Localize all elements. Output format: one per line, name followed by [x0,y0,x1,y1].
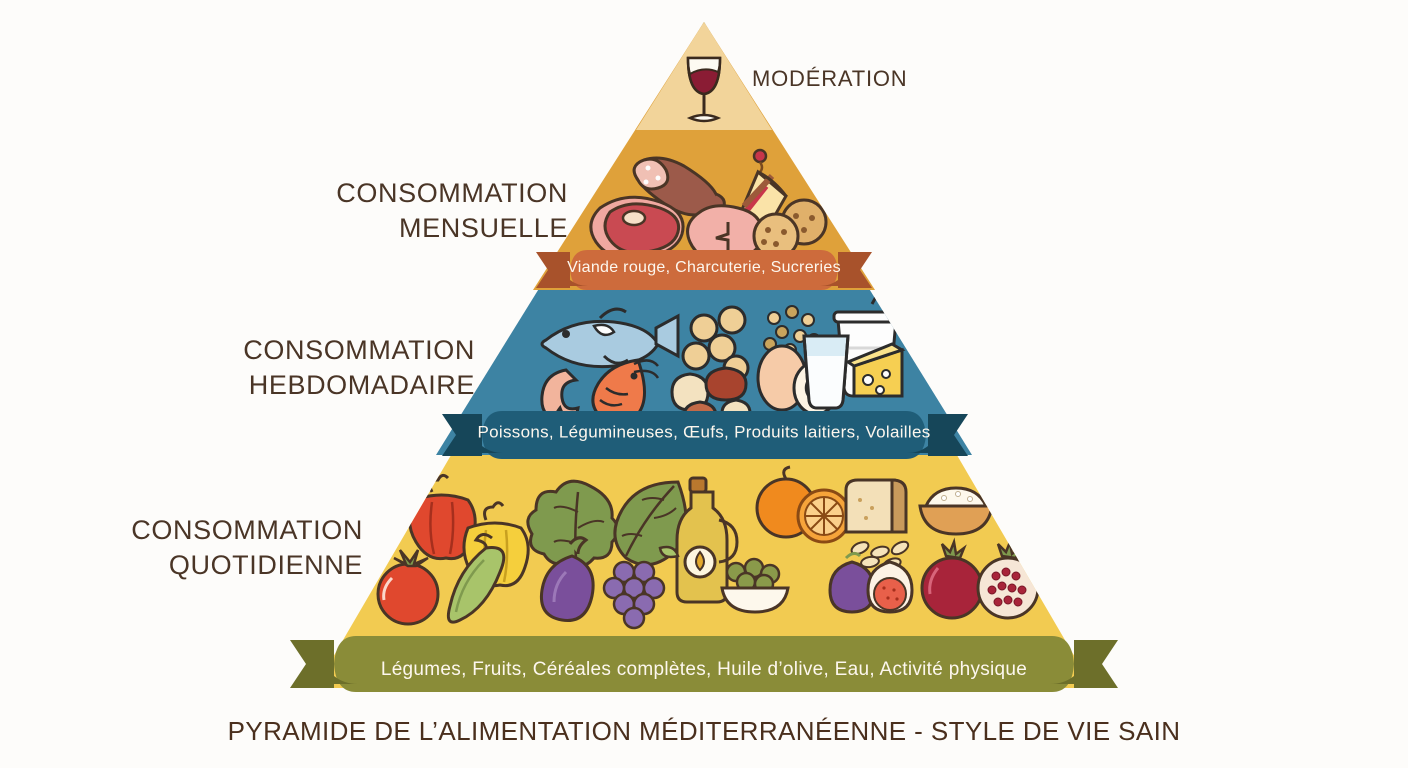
daily-ribbon-text: Légumes, Fruits, Céréales complètes, Hui… [381,659,1027,680]
olive-oil-bottle-icon [675,476,739,604]
page-caption: PYRAMIDE DE L’ALIMENTATION MÉDITERRANÉEN… [227,716,1181,746]
tier-monthly[interactable]: Viande rouge, Charcuterie, Sucreries [533,22,875,290]
wine-glass-icon [686,56,722,123]
cheese-icon [844,342,906,398]
grapes-icon [602,545,680,630]
weekly-ribbon: Poissons, Légumineuses, Œufs, Produits l… [442,411,968,459]
daily-ribbon: Légumes, Fruits, Céréales complètes, Hui… [290,636,1118,692]
orange-icon [755,465,852,544]
zucchini-icon [446,533,506,624]
tier-apex[interactable] [636,22,772,130]
tomato-icon [376,549,440,626]
bread-icon [844,478,908,534]
steak-icon [589,195,685,261]
tier-label-weekly: CONSOMMATION HEBDOMADAIRE [243,335,475,400]
monthly-ribbon: Viande rouge, Charcuterie, Sucreries [536,250,872,290]
tier-label-monthly: CONSOMMATION MENSUELLE [336,178,568,243]
milk-glass-icon [802,334,850,410]
red-pepper-icon [408,473,477,561]
monthly-ribbon-text: Viande rouge, Charcuterie, Sucreries [567,259,841,276]
cookies-icon [752,198,828,260]
fish-icon [540,307,680,369]
rice-bowl-icon [918,486,994,536]
pomegranate-icon [920,537,1040,620]
olives-bowl-icon [720,557,790,614]
apex-label: MODÉRATION [752,66,908,91]
tier-label-daily: CONSOMMATION QUOTIDIENNE [131,515,363,580]
fig-icon [828,551,914,614]
eggplant-icon [539,536,595,622]
weekly-ribbon-text: Poissons, Légumineuses, Œufs, Produits l… [478,422,931,441]
